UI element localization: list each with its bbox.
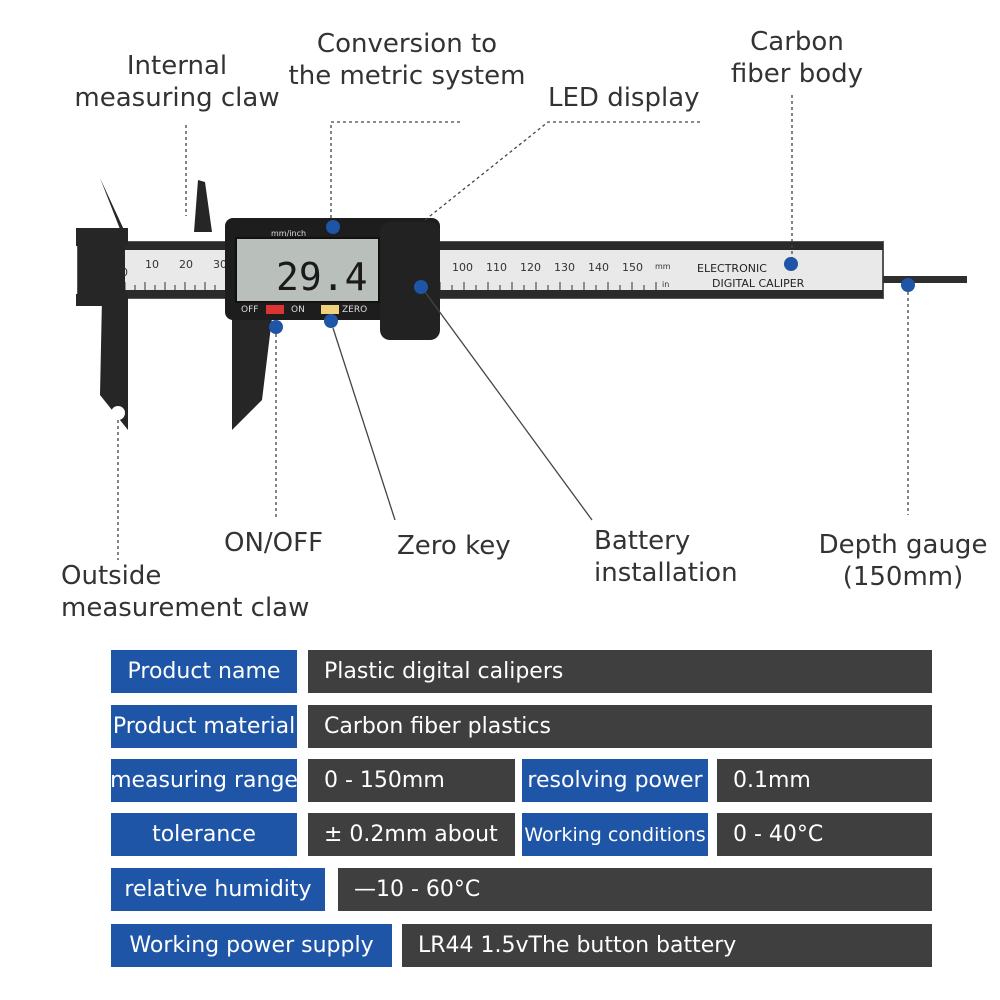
marker-zero <box>324 314 338 328</box>
unit-button-label: mm/inch <box>271 229 306 238</box>
lcd-reading: 29.4 <box>276 255 368 299</box>
leader-zero <box>332 327 396 521</box>
callout-depth-gauge: Depth gauge (150mm) <box>818 530 988 592</box>
spec-label-power-supply: Working power supply <box>111 924 392 967</box>
spec-value-product-name: Plastic digital calipers <box>308 650 932 693</box>
scale-ticks-right <box>439 282 657 290</box>
scale-num-right-1: 110 <box>486 261 507 274</box>
internal-claw-upper <box>194 180 212 232</box>
callout-conversion: Conversion to the metric system <box>288 29 526 91</box>
marker-on-off <box>269 320 283 334</box>
spec-value-working-conditions: 0 - 40°C <box>717 813 932 856</box>
spec-value-tolerance: ± 0.2mm about <box>308 813 515 856</box>
spec-value-relative-humidity: —10 - 60°C <box>338 868 932 911</box>
scale-num-left-2: 20 <box>179 258 193 271</box>
zero-button[interactable] <box>321 305 339 314</box>
brand-line-1: ELECTRONIC <box>697 262 767 275</box>
scale-unit-in: in <box>662 280 669 289</box>
spec-value-measuring-range: 0 - 150mm <box>308 759 515 802</box>
callout-outside-claw: Outside measurement claw <box>61 561 310 623</box>
callout-on-off: ON/OFF <box>224 528 324 558</box>
marker-depth-gauge <box>901 278 915 292</box>
off-label: OFF <box>241 305 258 315</box>
depth-gauge-rod <box>883 276 967 283</box>
scale-num-right-2: 120 <box>520 261 541 274</box>
caliper-beam <box>77 241 884 299</box>
on-label: ON <box>291 305 305 315</box>
scale-num-left-1: 10 <box>145 258 159 271</box>
scale-num-left-3: 30 <box>213 258 227 271</box>
leader-conversion <box>330 121 460 222</box>
callout-carbon-body: Carbon fiber body <box>730 27 864 89</box>
outside-claw-hole <box>111 406 125 420</box>
scale-num-right-4: 140 <box>588 261 609 274</box>
callout-led-display: LED display <box>548 83 700 113</box>
marker-battery <box>414 280 428 294</box>
outside-claw-lower <box>232 318 272 430</box>
internal-claw-hole <box>179 215 193 229</box>
marker-carbon-body <box>784 257 798 271</box>
zero-label: ZERO <box>342 305 367 315</box>
scale-num-right-5: 150 <box>622 261 643 274</box>
scale-unit-mm: mm <box>655 262 671 271</box>
spec-value-resolving-power: 0.1mm <box>717 759 932 802</box>
spec-label-product-material: Product material <box>111 705 297 748</box>
leader-led <box>424 121 700 221</box>
caliper-diagram: 0 10 20 30 100 110 120 130 140 150 mm in… <box>76 95 967 560</box>
scale-num-right-3: 130 <box>554 261 575 274</box>
callout-internal-claw: Internal measuring claw <box>74 51 280 113</box>
spec-label-resolving-power: resolving power <box>522 759 708 802</box>
scale-num-right-0: 100 <box>452 261 473 274</box>
spec-label-measuring-range: measuring range <box>110 759 298 802</box>
spec-label-tolerance: tolerance <box>111 813 297 856</box>
spec-value-product-material: Carbon fiber plastics <box>308 705 932 748</box>
marker-conversion <box>326 220 340 234</box>
brand-line-2: DIGITAL CALIPER <box>712 277 805 290</box>
spec-label-product-name: Product name <box>111 650 297 693</box>
callout-zero-key: Zero key <box>397 531 511 561</box>
spec-label-working-conditions: Working conditions <box>522 813 708 856</box>
lcd-display <box>235 237 380 303</box>
spec-value-power-supply: LR44 1.5vThe button battery <box>402 924 932 967</box>
spec-label-relative-humidity: relative humidity <box>111 868 325 911</box>
callout-battery: Battery installation <box>594 526 738 588</box>
leader-battery <box>424 291 593 521</box>
on-off-button[interactable] <box>266 305 284 314</box>
